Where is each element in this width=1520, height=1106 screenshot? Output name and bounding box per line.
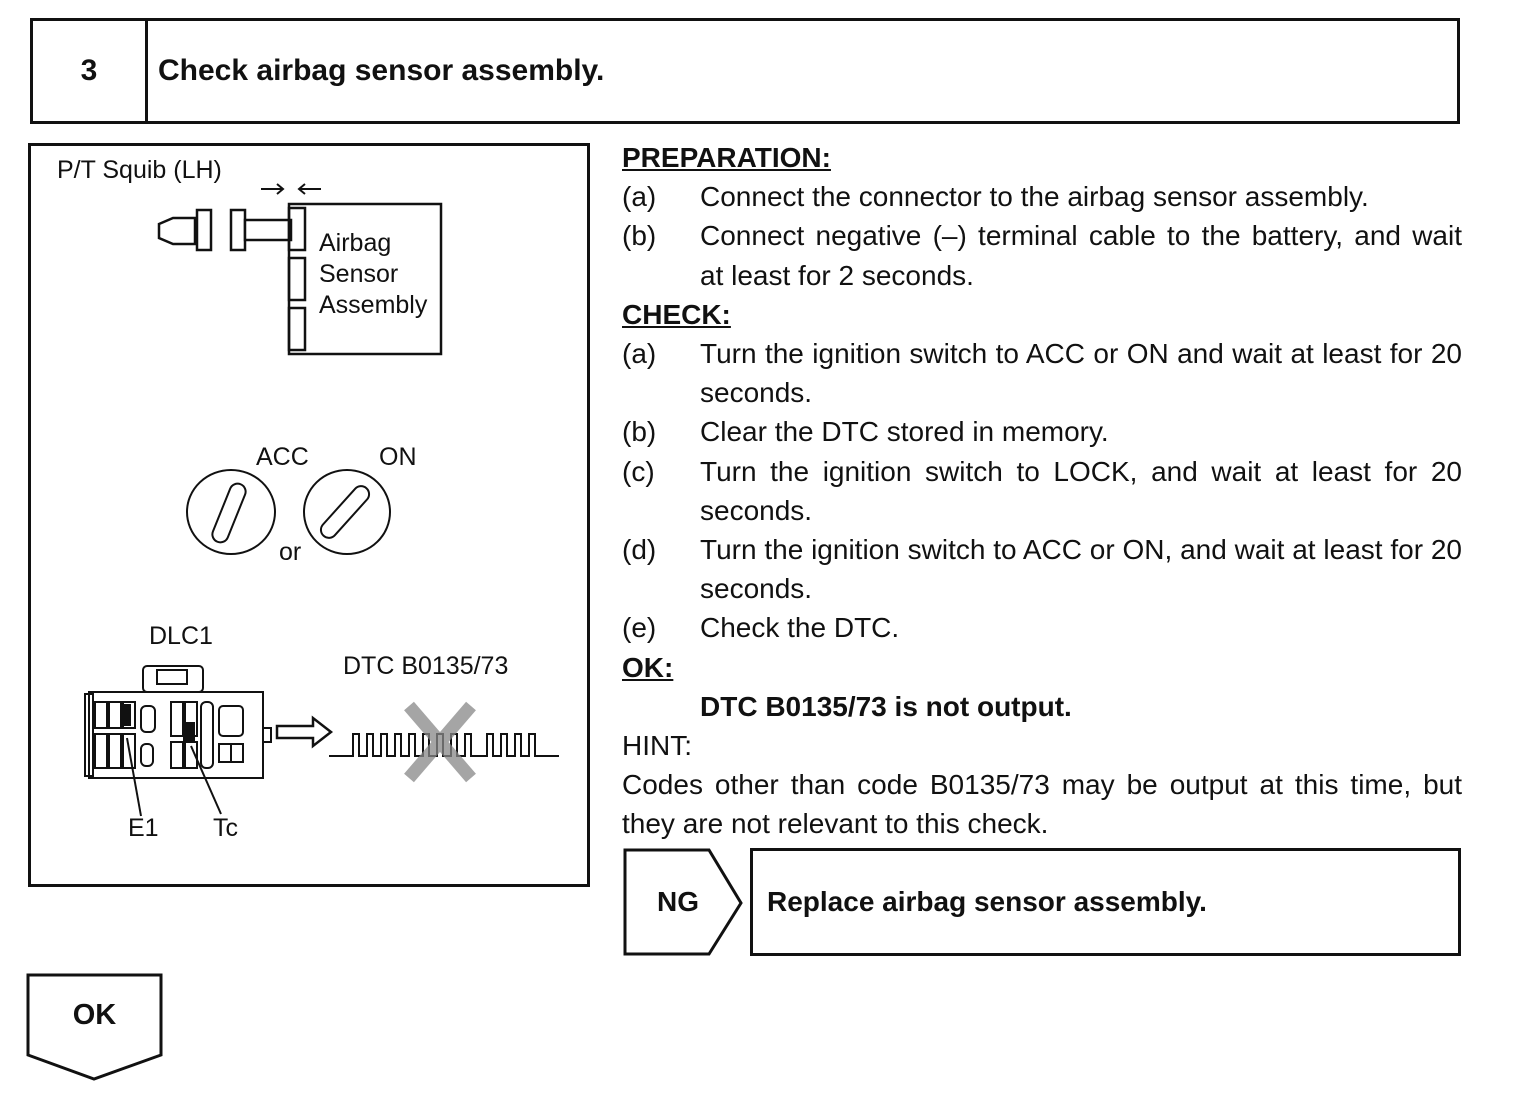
list-item: (a)Turn the ignition switch to ACC or ON… [622, 338, 1462, 409]
list-item: (b)Clear the DTC stored in memory. [622, 416, 1109, 448]
step-number: 3 [33, 21, 148, 121]
step-header: 3 Check airbag sensor assembly. [30, 18, 1460, 124]
step-title: Check airbag sensor assembly. [158, 54, 605, 87]
ng-label: NG [657, 886, 699, 917]
hint-heading: HINT: [622, 730, 692, 762]
list-item: (e)Check the DTC. [622, 612, 900, 644]
tc-label: Tc [213, 814, 238, 842]
dtc-label: DTC B0135/73 [343, 652, 509, 680]
x-mark [404, 701, 476, 783]
ignition-switch-on [303, 469, 391, 555]
ok-arrow-shape [26, 973, 163, 1081]
tc-leader-line [190, 745, 222, 815]
list-item: (c)Turn the ignition switch to LOCK, and… [622, 455, 1462, 526]
ignition-switch-acc [186, 469, 276, 555]
list-item: (a)Connect the connector to the airbag s… [622, 181, 1369, 213]
or-label: or [279, 538, 302, 566]
preparation-heading: PREPARATION: [622, 142, 831, 173]
procedure-text: PREPARATION: (a)Connect the connector to… [622, 138, 1462, 844]
illustration-drawing [84, 183, 559, 817]
output-arrow [275, 715, 334, 749]
squib-label: P/T Squib (LH) [57, 156, 222, 184]
ok-heading: OK: [622, 651, 674, 683]
ng-arrow-shape [623, 848, 743, 956]
connect-arrows [261, 183, 321, 195]
on-label: ON [379, 443, 417, 471]
ok-result: DTC B0135/73 is not output. [700, 690, 1072, 722]
ng-action-box: Replace airbag sensor assembly. [750, 848, 1461, 956]
e1-leader-line [126, 737, 142, 817]
list-item: (d)Turn the ignition switch to ACC or ON… [622, 534, 1462, 605]
e1-terminal-marker [121, 704, 131, 726]
hint-text: Codes other than code B0135/73 may be ou… [622, 769, 1462, 840]
sensor-label: Airbag Sensor Assembly [319, 229, 428, 319]
acc-label: ACC [256, 443, 309, 471]
ok-flow-label: OK [72, 998, 117, 1031]
list-item: (b)Connect negative (–) terminal cable t… [622, 220, 1462, 291]
dlc1-label: DLC1 [149, 622, 213, 650]
sensor-box [287, 202, 443, 356]
squib-connector [157, 208, 293, 252]
tc-terminal-marker [183, 722, 195, 742]
check-heading: CHECK: [622, 298, 731, 330]
dlc1-connector [84, 665, 272, 779]
illustration-panel: P/T Squib (LH) [28, 143, 590, 887]
e1-label: E1 [128, 814, 159, 842]
